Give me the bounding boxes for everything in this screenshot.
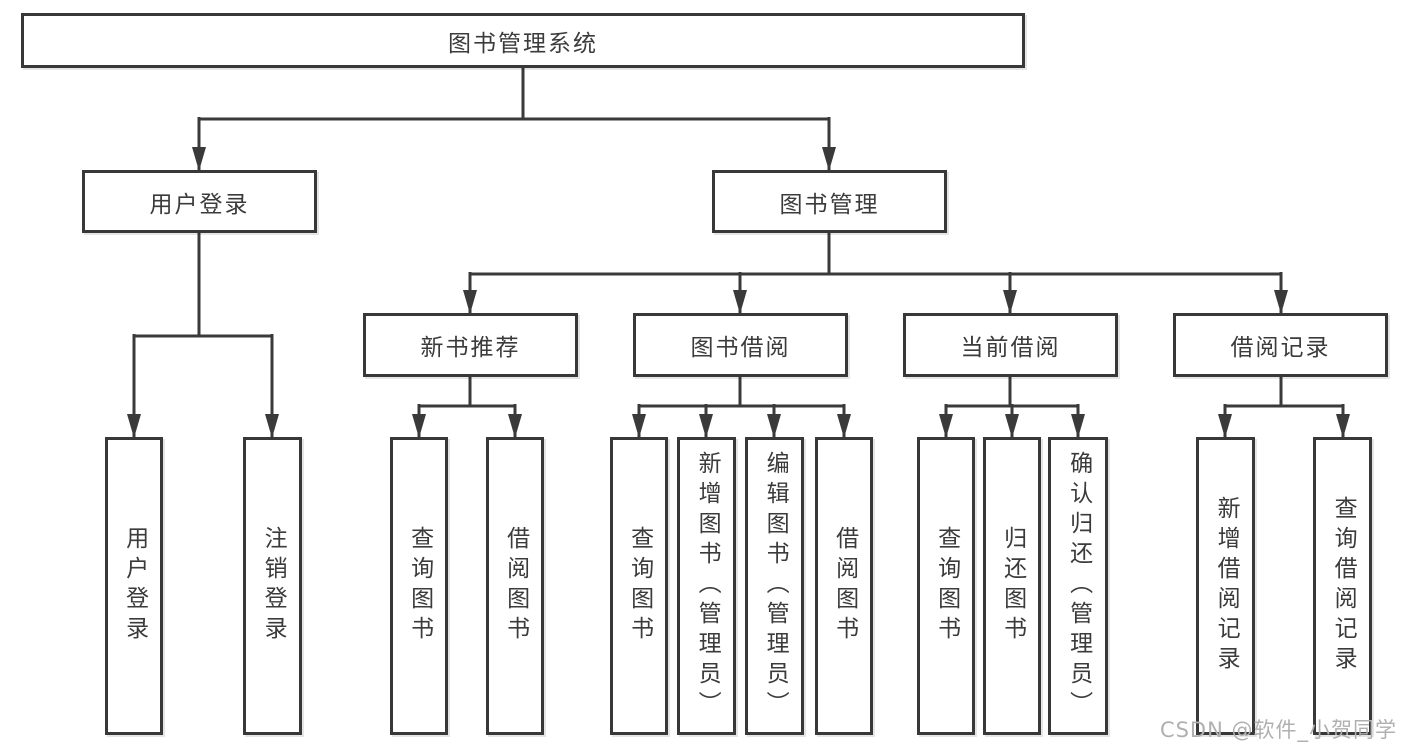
leaf-query-books-borrow: 查询图书 xyxy=(610,437,668,735)
node-book-borrowing: 图书借阅 xyxy=(633,313,848,377)
watermark: CSDN @软件_小贺同学 xyxy=(1159,718,1397,742)
leaf-edit-book-admin: 编辑图书（管理员） xyxy=(745,437,804,735)
node-library-system-label: 图书管理系统 xyxy=(448,30,598,57)
leaf-confirm-return-admin: 确认归还（管理员） xyxy=(1048,437,1108,735)
node-new-book-recommendation-label: 新书推荐 xyxy=(420,335,521,361)
leaf-logout-label: 注销登录 xyxy=(260,526,287,646)
leaf-borrow-books-recommend-label: 借阅图书 xyxy=(502,526,529,646)
leaf-add-book-admin: 新增图书（管理员） xyxy=(677,437,736,735)
leaf-query-books-recommend-label: 查询图书 xyxy=(406,526,433,646)
node-new-book-recommendation: 新书推荐 xyxy=(363,313,578,377)
leaf-return-book: 归还图书 xyxy=(983,437,1041,735)
node-library-system: 图书管理系统 xyxy=(21,13,1025,68)
leaf-logout: 注销登录 xyxy=(243,437,302,735)
leaf-query-books-current: 查询图书 xyxy=(917,437,975,735)
node-borrowing-records: 借阅记录 xyxy=(1173,313,1388,377)
node-current-borrowing: 当前借阅 xyxy=(903,313,1118,377)
leaf-user-login: 用户登录 xyxy=(105,437,163,735)
leaf-add-book-admin-label: 新增图书（管理员） xyxy=(694,451,721,721)
leaf-borrow-books: 借阅图书 xyxy=(815,437,873,735)
leaf-query-books-borrow-label: 查询图书 xyxy=(626,526,653,646)
leaf-query-borrow-record-label: 查询借阅记录 xyxy=(1330,496,1357,676)
leaf-query-borrow-record: 查询借阅记录 xyxy=(1313,437,1372,735)
node-user-login: 用户登录 xyxy=(82,170,317,233)
node-current-borrowing-label: 当前借阅 xyxy=(960,335,1061,361)
leaf-edit-book-admin-label: 编辑图书（管理员） xyxy=(762,451,789,721)
leaf-borrow-books-recommend: 借阅图书 xyxy=(486,437,544,735)
node-book-management-label: 图书管理 xyxy=(779,191,880,218)
leaf-add-borrow-record-label: 新增借阅记录 xyxy=(1213,496,1240,676)
leaf-user-login-label: 用户登录 xyxy=(121,526,148,646)
leaf-confirm-return-admin-label: 确认归还（管理员） xyxy=(1065,451,1092,721)
leaf-borrow-books-label: 借阅图书 xyxy=(831,526,858,646)
node-user-login-label: 用户登录 xyxy=(149,191,250,218)
leaf-query-books-recommend: 查询图书 xyxy=(390,437,448,735)
leaf-query-books-current-label: 查询图书 xyxy=(933,526,960,646)
leaf-add-borrow-record: 新增借阅记录 xyxy=(1196,437,1255,735)
leaf-return-book-label: 归还图书 xyxy=(999,526,1026,646)
node-book-management: 图书管理 xyxy=(712,170,947,233)
node-book-borrowing-label: 图书借阅 xyxy=(690,335,791,361)
node-borrowing-records-label: 借阅记录 xyxy=(1230,335,1331,361)
